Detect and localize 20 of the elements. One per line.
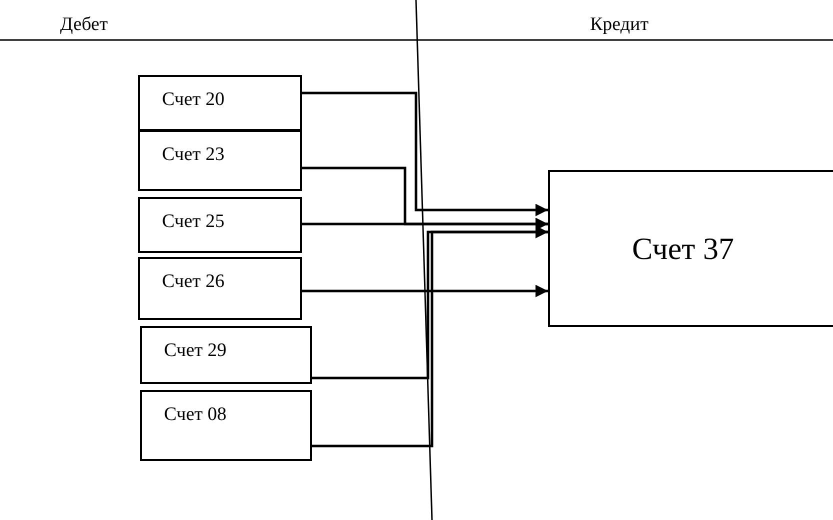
- arrow: [302, 92, 548, 216]
- column-heading: Кредит: [590, 14, 648, 36]
- account-name: Счет 20: [162, 89, 224, 111]
- account-box: [138, 197, 302, 253]
- account-box: [140, 326, 312, 384]
- account-box: [138, 75, 302, 131]
- account-name: Счет 08: [164, 404, 226, 426]
- arrow: [302, 218, 548, 230]
- account-name: Счет 25: [162, 211, 224, 233]
- column-heading: Дебет: [60, 14, 108, 36]
- account-name: Счет 23: [162, 144, 224, 166]
- account-name: Счет 26: [162, 271, 224, 293]
- account-box: [138, 130, 302, 191]
- account-name: Счет 29: [164, 340, 226, 362]
- account-box: [548, 170, 833, 327]
- account-box: [138, 257, 302, 320]
- account-name: Счет 37: [631, 230, 735, 268]
- arrow: [312, 226, 548, 448]
- arrow: [302, 284, 548, 298]
- account-box: [140, 390, 312, 461]
